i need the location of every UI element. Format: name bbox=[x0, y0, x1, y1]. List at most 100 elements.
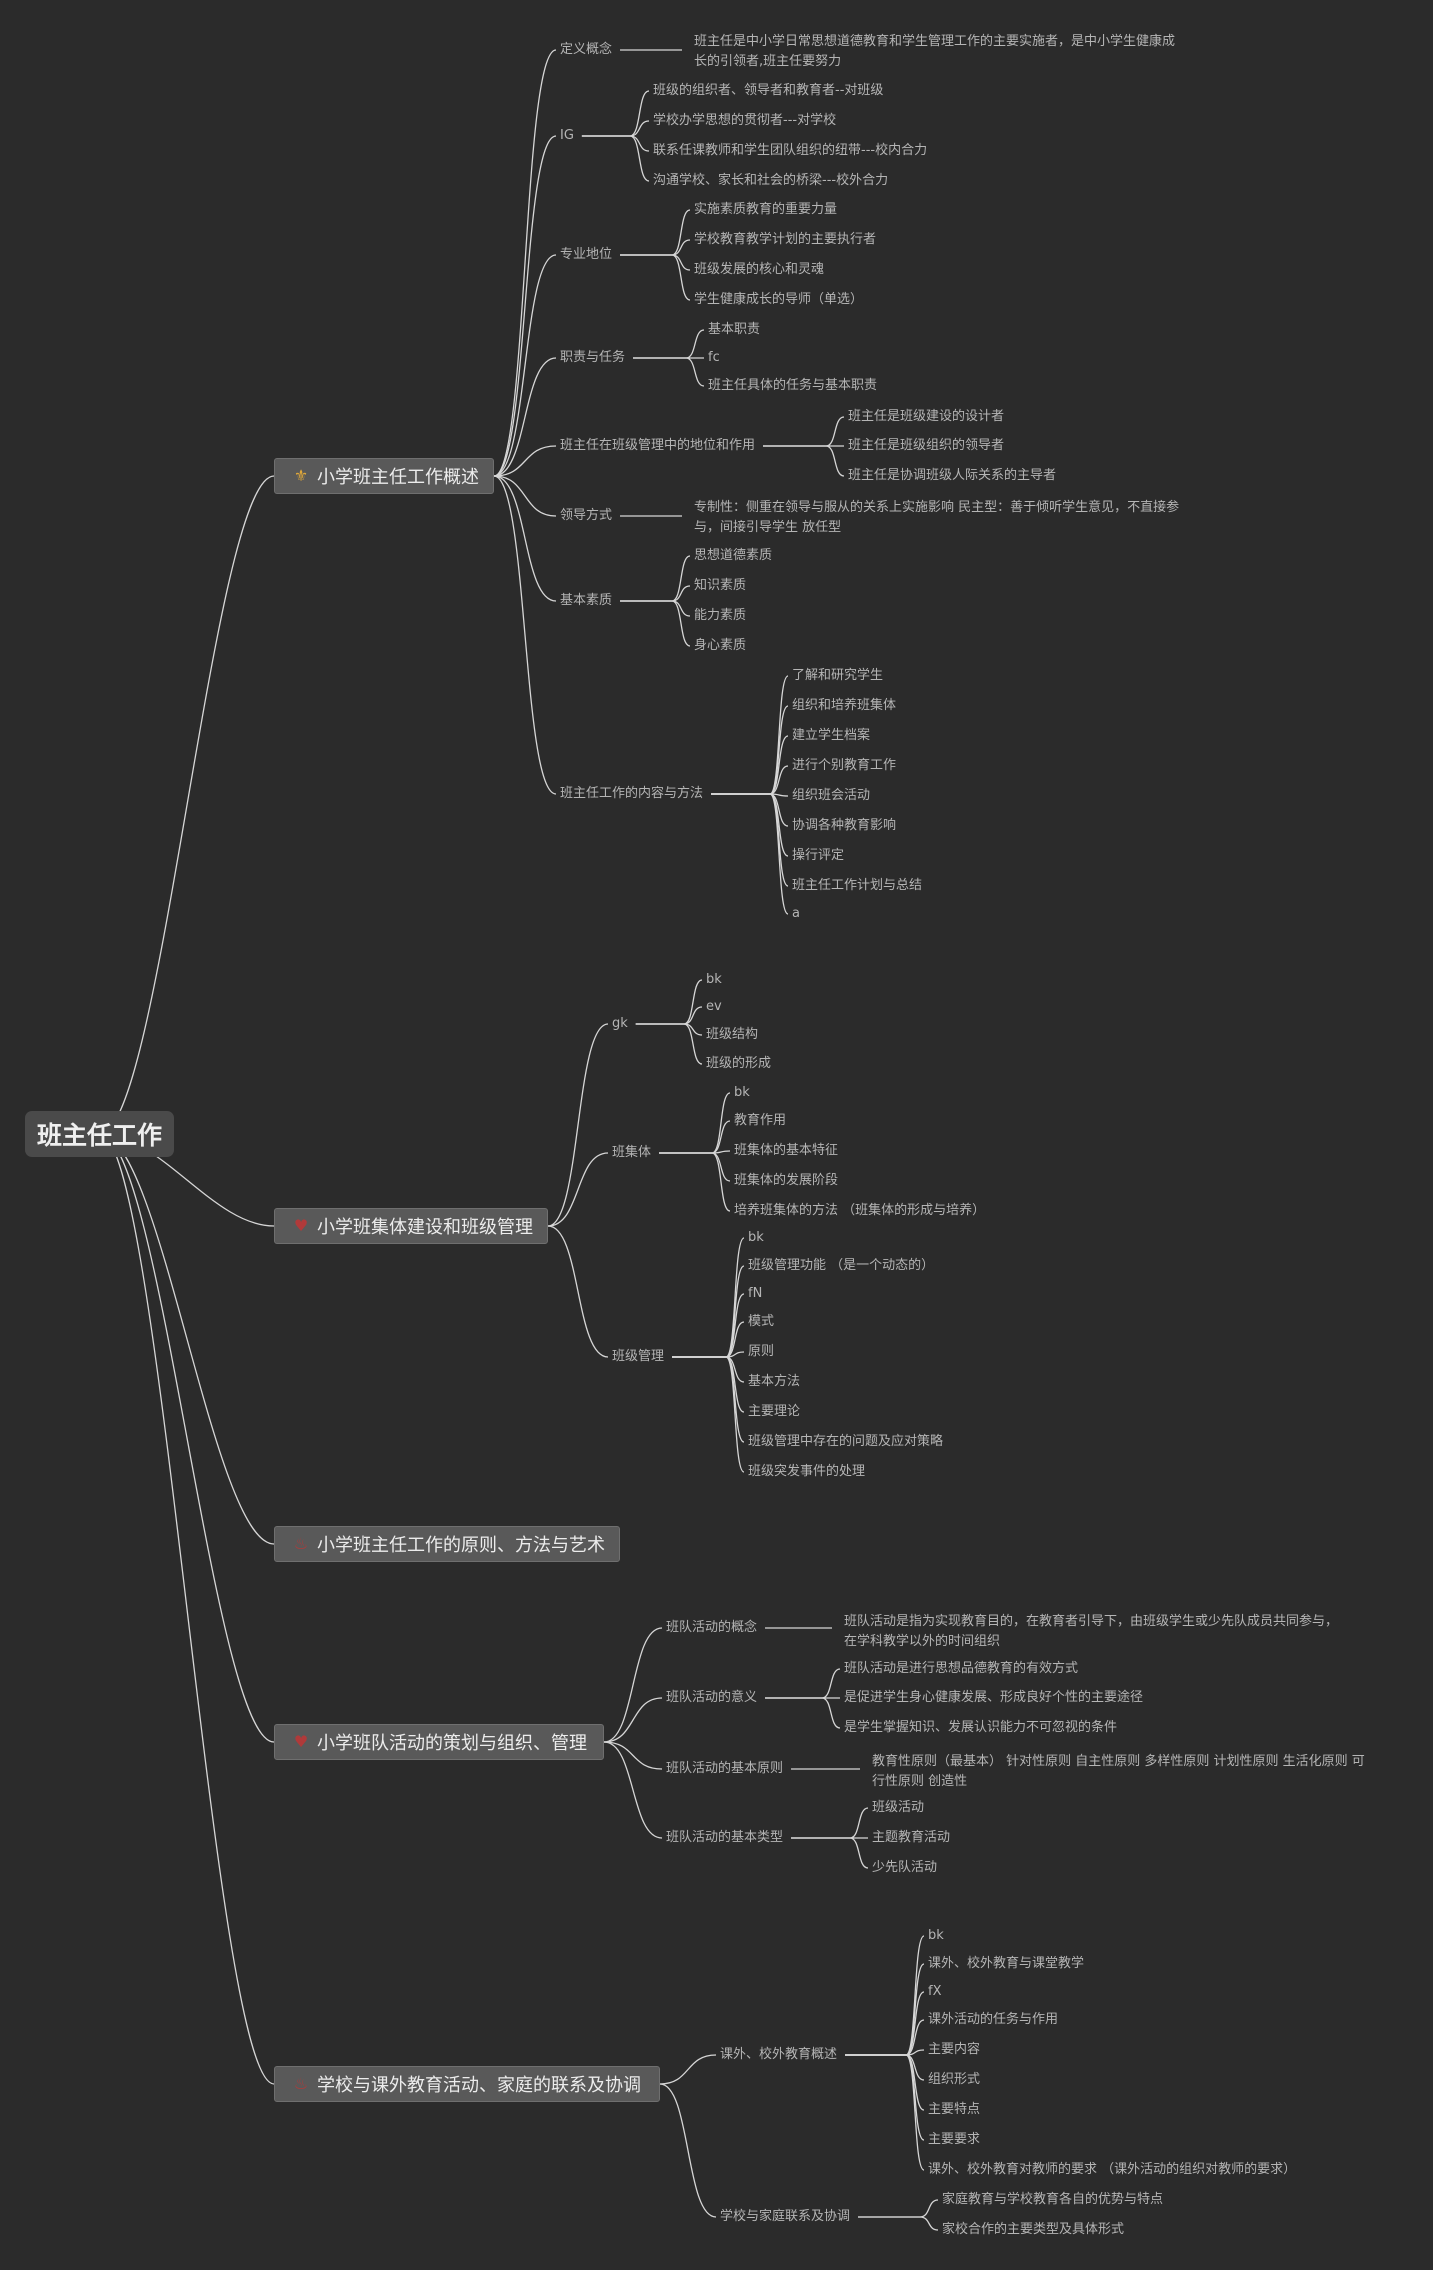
sub-topic[interactable]: 班队活动的意义 bbox=[666, 1690, 758, 1705]
leaf-item[interactable]: 班级的组织者、领导者和教育者--对班级 bbox=[653, 83, 884, 98]
root-node[interactable]: 班主任工作 bbox=[25, 1111, 174, 1157]
sub-topic[interactable]: 班队活动的基本原则 bbox=[666, 1761, 784, 1776]
leaf-item[interactable]: 联系任课教师和学生团队组织的纽带---校内合力 bbox=[653, 143, 928, 158]
leaf-item[interactable]: 知识素质 bbox=[694, 578, 747, 593]
leaf-item[interactable]: 基本职责 bbox=[708, 322, 761, 337]
leaf-item[interactable]: 组织形式 bbox=[928, 2072, 981, 2087]
sub-topic[interactable]: 班队活动的概念 bbox=[666, 1620, 758, 1635]
leaf-item[interactable]: 思想道德素质 bbox=[694, 548, 773, 563]
leaf-item[interactable]: 了解和研究学生 bbox=[792, 668, 884, 683]
leaf-item[interactable]: bk bbox=[734, 1085, 750, 1100]
leaf-item[interactable]: bk bbox=[748, 1230, 764, 1245]
leaf-item[interactable]: 主要特点 bbox=[928, 2102, 981, 2117]
sub-topic[interactable]: 学校与家庭联系及协调 bbox=[720, 2209, 851, 2224]
sub-topic[interactable]: 班主任在班级管理中的地位和作用 bbox=[560, 438, 756, 453]
branch-label: 小学班主任工作的原则、方法与艺术 bbox=[317, 1535, 605, 1556]
leaf-item[interactable]: 是学生掌握知识、发展认识能力不可忽视的条件 bbox=[844, 1720, 1118, 1735]
leaf-item[interactable]: 进行个别教育工作 bbox=[792, 758, 897, 773]
sub-topic[interactable]: 领导方式 bbox=[560, 508, 613, 523]
sub-topic[interactable]: 班主任工作的内容与方法 bbox=[560, 786, 704, 801]
leaf-item[interactable]: 班级管理功能 （是一个动态的） bbox=[748, 1258, 935, 1273]
leaf-item[interactable]: 班主任是协调班级人际关系的主导者 bbox=[848, 468, 1057, 483]
leaf-item[interactable]: 班级发展的核心和灵魂 bbox=[694, 262, 825, 277]
leaf-item[interactable]: 课外、校外教育与课堂教学 bbox=[928, 1956, 1085, 1971]
leaf-item[interactable]: 培养班集体的方法 （班集体的形成与培养） bbox=[734, 1203, 986, 1218]
leaf-item[interactable]: 身心素质 bbox=[694, 638, 747, 653]
leaf-item[interactable]: 班级活动 bbox=[872, 1800, 925, 1815]
connector-line bbox=[603, 1741, 663, 1839]
leaf-item[interactable]: 协调各种教育影响 bbox=[792, 818, 897, 833]
leaf-item[interactable]: 沟通学校、家长和社会的桥梁---校外合力 bbox=[653, 173, 889, 188]
leaf-item[interactable]: 班主任是班级建设的设计者 bbox=[848, 409, 1005, 424]
branch-node[interactable]: ♥小学班集体建设和班级管理 bbox=[274, 1208, 548, 1244]
leaf-item[interactable]: 能力素质 bbox=[694, 608, 747, 623]
connector-line bbox=[671, 600, 691, 647]
leaf-item[interactable]: fN bbox=[748, 1286, 763, 1301]
heart-icon: ♥ bbox=[293, 1732, 309, 1751]
leaf-item[interactable]: 课外活动的任务与作用 bbox=[928, 2012, 1059, 2027]
leaf-item[interactable]: 班集体的发展阶段 bbox=[734, 1173, 839, 1188]
leaf-item[interactable]: 主要要求 bbox=[928, 2132, 981, 2147]
connector-line bbox=[671, 555, 691, 602]
leaf-item[interactable]: 家校合作的主要类型及具体形式 bbox=[942, 2222, 1125, 2237]
sub-topic[interactable]: 定义概念 bbox=[560, 42, 613, 57]
connector-line bbox=[683, 1023, 703, 1065]
branch-node[interactable]: ♥小学班队活动的策划与组织、管理 bbox=[274, 1724, 604, 1760]
leaf-item[interactable]: 班级突发事件的处理 bbox=[748, 1464, 866, 1479]
sub-topic[interactable]: 专业地位 bbox=[560, 247, 613, 262]
leaf-item[interactable]: 主要理论 bbox=[748, 1404, 801, 1419]
leaf-item[interactable]: 操行评定 bbox=[792, 848, 845, 863]
leaf-item[interactable]: 班主任是中小学日常思想道德教育和学生管理工作的主要实施者，是中小学生健康成长的引… bbox=[694, 34, 1176, 69]
leaf-item[interactable]: 是促进学生身心健康发展、形成良好个性的主要途径 bbox=[844, 1690, 1144, 1705]
sub-topic[interactable]: 基本素质 bbox=[560, 593, 613, 608]
leaf-item[interactable]: 建立学生档案 bbox=[792, 728, 871, 743]
leaf-item[interactable]: 原则 bbox=[748, 1344, 775, 1359]
branch-node[interactable]: ♨小学班主任工作的原则、方法与艺术 bbox=[274, 1526, 620, 1562]
leaf-item[interactable]: 班级管理中存在的问题及应对策略 bbox=[748, 1434, 944, 1449]
leaf-item[interactable]: 主要内容 bbox=[928, 2042, 981, 2057]
leaf-item[interactable]: ev bbox=[706, 999, 722, 1014]
leaf-item[interactable]: 学校办学思想的贯彻者---对学校 bbox=[653, 113, 837, 128]
connector-line bbox=[685, 357, 705, 387]
leaf-item[interactable]: 班级的形成 bbox=[706, 1056, 772, 1071]
leaf-item[interactable]: 班级结构 bbox=[706, 1027, 759, 1042]
leaf-item[interactable]: 组织班会活动 bbox=[792, 788, 871, 803]
leaf-item[interactable]: 班主任具体的任务与基本职责 bbox=[708, 378, 878, 393]
leaf-item[interactable]: a bbox=[792, 906, 800, 921]
sub-topic[interactable]: 班队活动的基本类型 bbox=[666, 1830, 784, 1845]
leaf-item[interactable]: 课外、校外教育对教师的要求 （课外活动的组织对教师的要求） bbox=[928, 2162, 1297, 2177]
leaf-item[interactable]: 专制性：侧重在领导与服从的关系上实施影响 民主型：善于倾听学生意见，不直接参与，… bbox=[694, 500, 1180, 535]
leaf-item[interactable]: 家庭教育与学校教育各自的优势与特点 bbox=[942, 2192, 1164, 2207]
branch-node[interactable]: ♨学校与课外教育活动、家庭的联系及协调 bbox=[274, 2066, 660, 2102]
leaf-item[interactable]: fc bbox=[708, 350, 720, 365]
leaf-item[interactable]: 班队活动是指为实现教育目的，在教育者引导下，由班级学生或少先队成员共同参与，在学… bbox=[844, 1614, 1339, 1649]
leaf-item[interactable]: 班集体的基本特征 bbox=[734, 1143, 839, 1158]
leaf-item[interactable]: 班主任是班级组织的领导者 bbox=[848, 438, 1005, 453]
leaf-item[interactable]: 学校教育教学计划的主要执行者 bbox=[694, 232, 877, 247]
sub-topic[interactable]: 课外、校外教育概述 bbox=[720, 2047, 838, 2062]
leaf-item[interactable]: 教育作用 bbox=[734, 1113, 787, 1128]
sub-topic[interactable]: 职责与任务 bbox=[560, 350, 626, 365]
leaf-item[interactable]: 学生健康成长的导师（单选） bbox=[694, 292, 864, 307]
branch-label: 小学班主任工作概述 bbox=[317, 467, 479, 488]
sub-topic[interactable]: 班集体 bbox=[612, 1145, 652, 1160]
leaf-item[interactable]: 模式 bbox=[748, 1314, 775, 1329]
leaf-item[interactable]: 基本方法 bbox=[748, 1374, 801, 1389]
sub-topic[interactable]: IG bbox=[560, 128, 574, 143]
leaf-item[interactable]: 教育性原则（最基本） 针对性原则 自主性原则 多样性原则 计划性原则 生活化原则… bbox=[872, 1754, 1365, 1789]
leaf-item[interactable]: 班主任工作计划与总结 bbox=[792, 878, 923, 893]
leaf-item[interactable]: 少先队活动 bbox=[872, 1860, 938, 1875]
leaf-item[interactable]: 组织和培养班集体 bbox=[792, 698, 897, 713]
leaf-item[interactable]: 主题教育活动 bbox=[872, 1830, 951, 1845]
leaf-item[interactable]: fX bbox=[928, 1984, 942, 1999]
leaf-item[interactable]: 实施素质教育的重要力量 bbox=[694, 202, 838, 217]
sub-topic[interactable]: gk bbox=[612, 1016, 628, 1031]
connector-line bbox=[671, 209, 691, 256]
leaf-item[interactable]: 班队活动是进行思想品德教育的有效方式 bbox=[844, 1661, 1079, 1676]
connector-line bbox=[99, 1133, 275, 2085]
leaf-item[interactable]: bk bbox=[706, 972, 722, 987]
sub-topic[interactable]: 班级管理 bbox=[612, 1349, 665, 1364]
connector-line bbox=[547, 1152, 609, 1227]
branch-node[interactable]: ⚜小学班主任工作概述 bbox=[274, 458, 494, 494]
leaf-item[interactable]: bk bbox=[928, 1928, 944, 1943]
